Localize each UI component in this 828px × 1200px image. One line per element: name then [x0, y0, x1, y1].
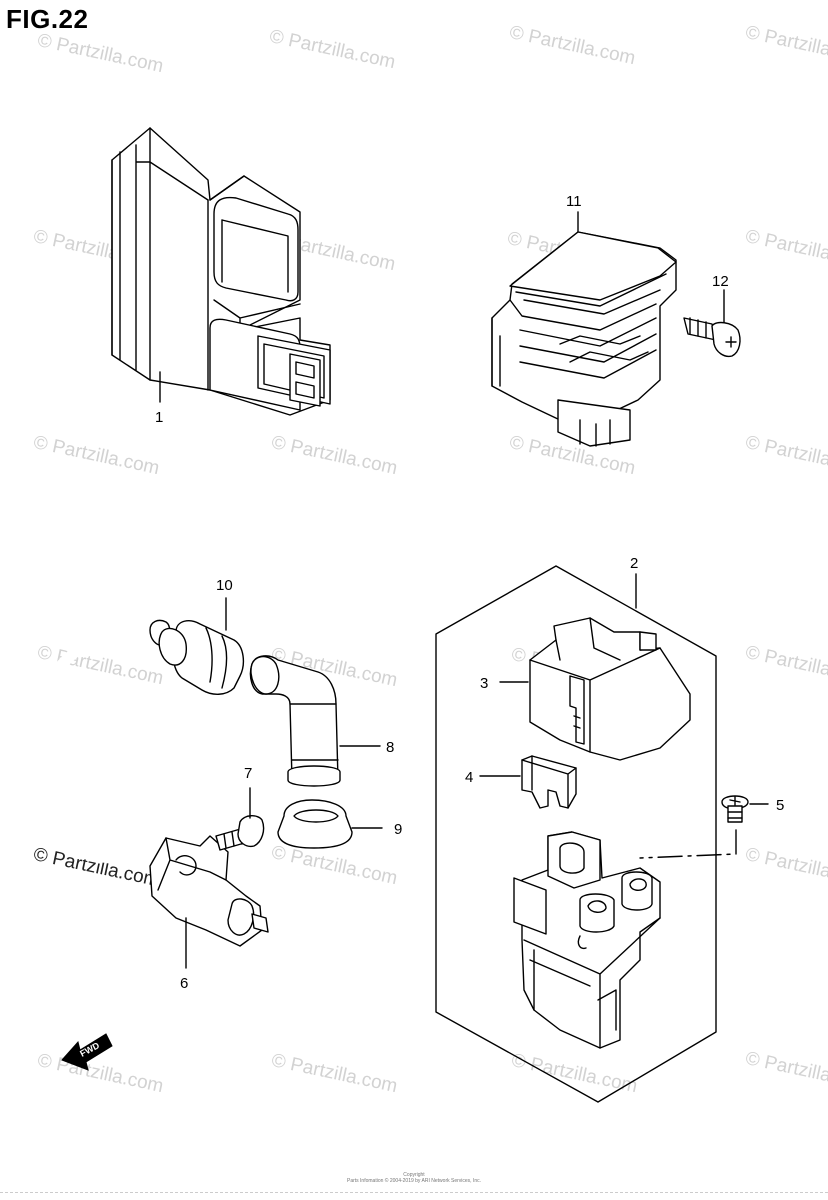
part-5-screw: [639, 795, 769, 859]
callout-9: 9: [394, 821, 402, 838]
part-3-relay-cover: [499, 617, 691, 761]
callout-5: 5: [776, 797, 784, 814]
copyright-line-1: Copyright: [403, 1172, 425, 1178]
bottom-divider: [0, 1192, 828, 1193]
callout-8: 8: [386, 739, 394, 756]
callout-12: 12: [712, 273, 729, 290]
part-7-bolt: [215, 787, 265, 851]
part-4-fuse: [479, 755, 577, 809]
part-1-cdi-unit: [111, 127, 331, 416]
callout-1: 1: [155, 409, 163, 426]
part-10-rubber-seal: [158, 597, 245, 695]
figure-title: FIG.22: [6, 4, 89, 34]
part-8-plug-cap: [249, 655, 381, 787]
callout-6: 6: [180, 975, 188, 992]
part-9-boot: [277, 799, 383, 849]
copyright-line-2: Parts Infomation © 2004-2019 by ARI Netw…: [346, 1178, 482, 1184]
part-12-bolt: [683, 289, 741, 358]
copyright-notice: Copyright Parts Infomation © 2004-2019 b…: [0, 1172, 828, 1184]
part-11-regulator: [491, 211, 677, 447]
callout-11: 11: [566, 193, 582, 210]
callout-2: 2: [630, 555, 638, 572]
callout-7: 7: [244, 765, 252, 782]
callout-4: 4: [465, 769, 473, 786]
callout-10: 10: [216, 577, 233, 594]
part-6-ignition-coil: [10, 619, 269, 969]
forward-direction-arrow: FWD: [61, 1033, 113, 1071]
starter-relay-body: [513, 831, 661, 1049]
callout-3: 3: [480, 675, 488, 692]
part-2-starter-relay-assembly: [435, 565, 717, 1103]
